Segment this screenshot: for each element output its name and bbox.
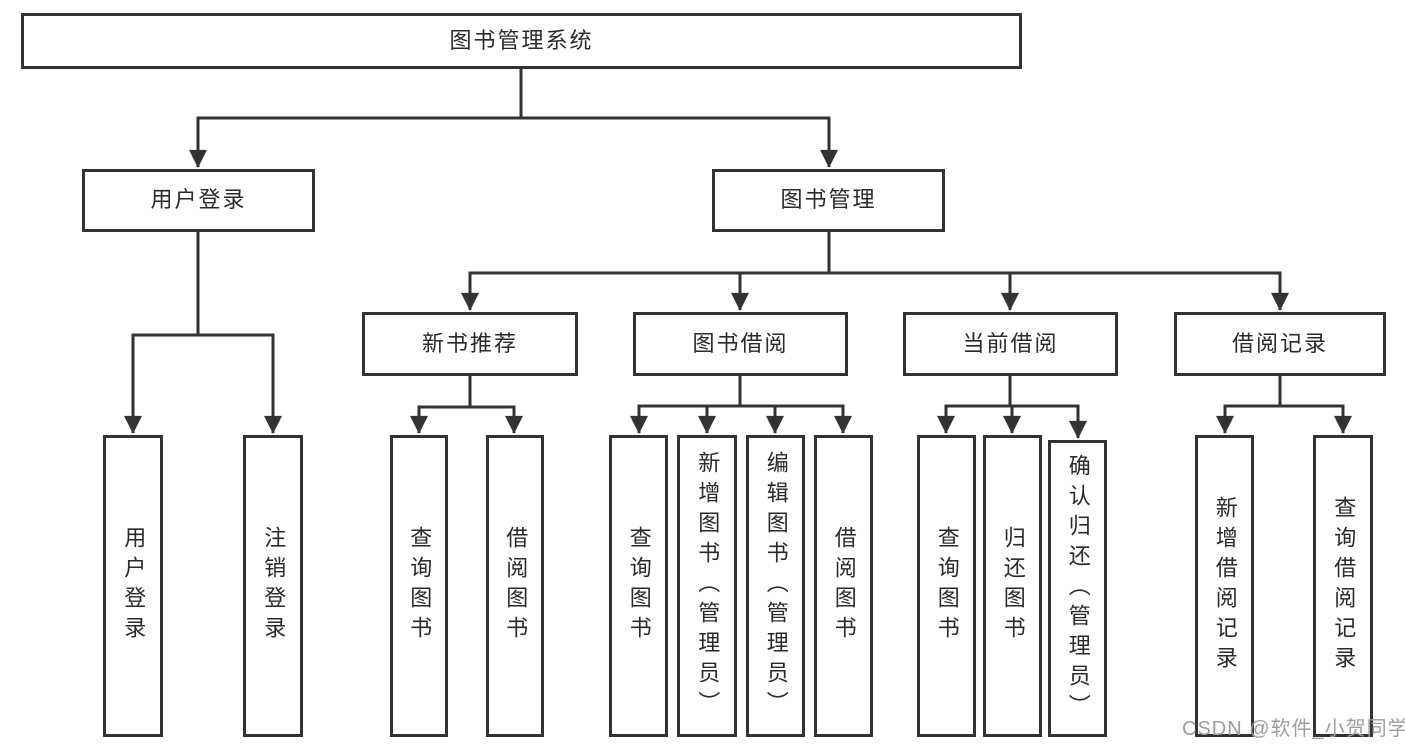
node-book-borrowing: 图书借阅 (633, 312, 848, 376)
leaf-query-books-current: 查询图书 (917, 435, 976, 737)
csdn-watermark: CSDN @软件_小贺同学 (1182, 718, 1405, 740)
leaf-borrow-books-borrowing: 借阅图书 (814, 435, 873, 737)
leaf-query-books-newbook: 查询图书 (390, 435, 448, 737)
leaf-return-books: 归还图书 (983, 435, 1042, 737)
leaf-query-borrow-record: 查询借阅记录 (1313, 435, 1373, 737)
node-new-book-recommendation: 新书推荐 (362, 312, 578, 376)
node-user-login-branch: 用户登录 (82, 169, 315, 232)
leaf-edit-book-admin: 编辑图书（管理员） (746, 435, 805, 737)
node-borrowing-records: 借阅记录 (1174, 312, 1386, 376)
leaf-add-borrow-record: 新增借阅记录 (1195, 435, 1254, 737)
leaf-user-login: 用户登录 (103, 435, 163, 737)
node-current-borrowing: 当前借阅 (903, 312, 1118, 376)
leaf-confirm-return-admin: 确认归还（管理员） (1048, 440, 1107, 737)
leaf-borrow-books-newbook: 借阅图书 (486, 435, 544, 737)
node-library-management-system: 图书管理系统 (21, 13, 1022, 69)
leaf-query-books-borrowing: 查询图书 (609, 435, 668, 737)
node-book-management-branch: 图书管理 (712, 169, 945, 232)
leaf-add-book-admin: 新增图书（管理员） (677, 435, 737, 737)
leaf-logout-login: 注销登录 (243, 435, 303, 737)
